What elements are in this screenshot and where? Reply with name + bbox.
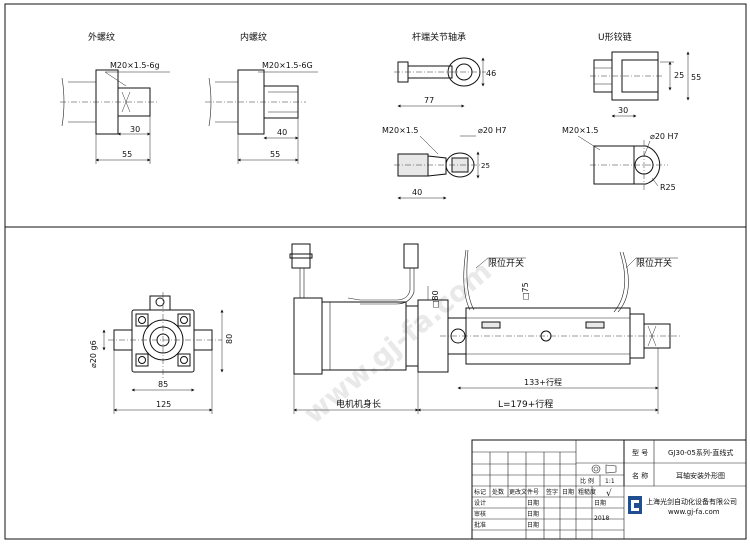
clevis-dim-gap: 25 [674,71,684,80]
internal-thread-callout: M20×1.5-6G [262,61,313,70]
stroke-dim: 133+行程 [524,377,562,387]
clevis-radius: R25 [660,183,676,192]
clevis-view: U形铰链 25 55 30 M20×1.5 ⌀20 H7 R25 [562,31,701,192]
sheet-date-label: 日期 [594,499,606,507]
rod-end-dim-side: 25 [481,162,490,170]
rod-end-bearing-view: 杆端关节轴承 46 77 M20×1.5 ⌀20 H7 25 40 [382,31,507,200]
rough-label: 粗糙度 [578,488,596,496]
company-logo [628,496,642,514]
side-view: □80 限位开关 限位开关 □75 133+行程 电机机身长 [289,243,680,414]
internal-thread-dim-a: 40 [277,128,287,137]
check-mark: √ [606,488,612,499]
external-thread-dim-a: 30 [130,125,140,134]
motor-length: 电机机身长 [336,398,381,410]
approve-label: 批准 [474,521,486,529]
design-date-label: 日期 [527,499,539,507]
front-view: ⌀20 g6 80 85 125 [89,292,234,414]
design-label: 设计 [474,499,486,507]
projection-symbol [591,464,617,474]
sign-label: 签字 [546,488,558,496]
body-square: □75 [521,282,530,300]
name-value: 耳轴安装外形图 [676,471,725,480]
file-label: 更改文件号 [509,488,539,496]
drawing-border [4,3,747,540]
front-width-inner: 85 [158,380,168,389]
internal-thread-dim-b: 55 [270,150,280,159]
limit-switch-2: 限位开关 [636,257,672,269]
rod-end-dim-h: 46 [486,69,496,78]
ratio-label: 比 例 [580,477,594,485]
internal-thread-title: 内螺纹 [240,31,267,43]
model-label: 型 号 [632,448,648,457]
limit-switch-1: 限位开关 [488,257,524,269]
clevis-thread: M20×1.5 [562,126,599,135]
date-label: 日期 [562,488,574,496]
motor-square: □80 [431,290,440,308]
title-block: 型 号 GJ30-05系列-直线式 名 称 耳轴安装外形图 比 例 1:1 √ … [471,439,747,540]
external-thread-dim-b: 55 [122,150,132,159]
ratio-value: 1:1 [605,478,615,485]
model-value: GJ30-05系列-直线式 [668,448,733,457]
rod-end-thread: M20×1.5 [382,126,419,135]
name-label: 名 称 [632,471,648,480]
rod-end-dim-l: 77 [424,96,434,105]
front-dia: ⌀20 g6 [89,340,98,368]
mark-label: 标记 [474,488,486,496]
rod-end-bore: ⌀20 H7 [478,126,507,135]
rod-end-title: 杆端关节轴承 [412,31,466,43]
front-height: 80 [225,334,234,344]
company-name: 上海光剑自动化设备有限公司 [646,497,737,506]
year: 2018 [594,515,609,522]
watermark: www.gj-fa.com [297,254,498,430]
count-label: 处数 [492,488,504,496]
front-width-outer: 125 [156,400,171,409]
external-thread-callout: M20×1.5-6g [110,61,160,70]
review-date-label: 日期 [527,510,539,518]
clevis-dim-w: 30 [618,106,628,115]
clevis-dim-h: 55 [691,73,701,82]
external-thread-title: 外螺纹 [88,31,115,43]
rod-end-dim-len: 40 [412,188,422,197]
clevis-title: U形铰链 [598,31,632,43]
review-label: 审核 [474,510,486,518]
approve-date-label: 日期 [527,521,539,529]
external-thread-view: 外螺纹 M20×1.5-6g 30 55 [60,31,170,164]
internal-thread-view: 内螺纹 M20×1.5-6G 40 55 [205,31,318,164]
clevis-bore: ⌀20 H7 [650,132,679,141]
total-length: L=179+行程 [498,398,553,410]
company-url: www.gj-fa.com [668,508,720,516]
